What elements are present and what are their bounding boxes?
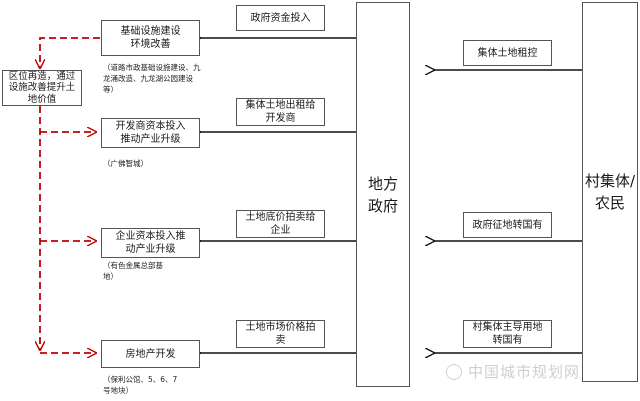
village-collective-box: 村集体/ 农民 [582, 2, 638, 382]
land-auction-enterprise-box: 土地底价拍卖给 企业 [236, 210, 325, 238]
village-led-box: 村集体主导用地 转国有 [463, 320, 552, 348]
enterprise-box: 企业资本投入推 动产业升级 [101, 228, 200, 258]
infra-box: 基础设施建设 环境改善 [101, 20, 200, 56]
collective-rent-box: 集体土地租控 [463, 40, 552, 66]
location-reshape-label: 区位再造，通过 设施改善提升土 地价值 [2, 70, 82, 106]
local-government-box: 地方 政府 [356, 2, 410, 387]
realestate-box: 房地产开发 [101, 340, 200, 368]
developer-note: （广佛智城） [103, 159, 148, 168]
gov-funds-box: 政府资金投入 [236, 5, 325, 31]
land-lease-box: 集体土地出租给 开发商 [236, 98, 325, 126]
watermark-text: 中国城市规划网 [468, 363, 581, 381]
watermark-logo-icon [446, 364, 462, 380]
realestate-note: （保利公馆、5、6、7 号地块） [103, 375, 178, 395]
gov-acquisition-box: 政府征地转国有 [463, 212, 552, 238]
land-market-auction-box: 土地市场价格拍 卖 [236, 320, 325, 348]
developer-box: 开发商资本投入 推动产业升级 [101, 118, 200, 148]
infra-note: （道路市政基础设施建设、九龙涌改造、九龙湖公园建设等） [103, 63, 201, 94]
enterprise-note: （有色金属总部基 地） [103, 261, 163, 281]
red-dashed-top [40, 37, 100, 68]
